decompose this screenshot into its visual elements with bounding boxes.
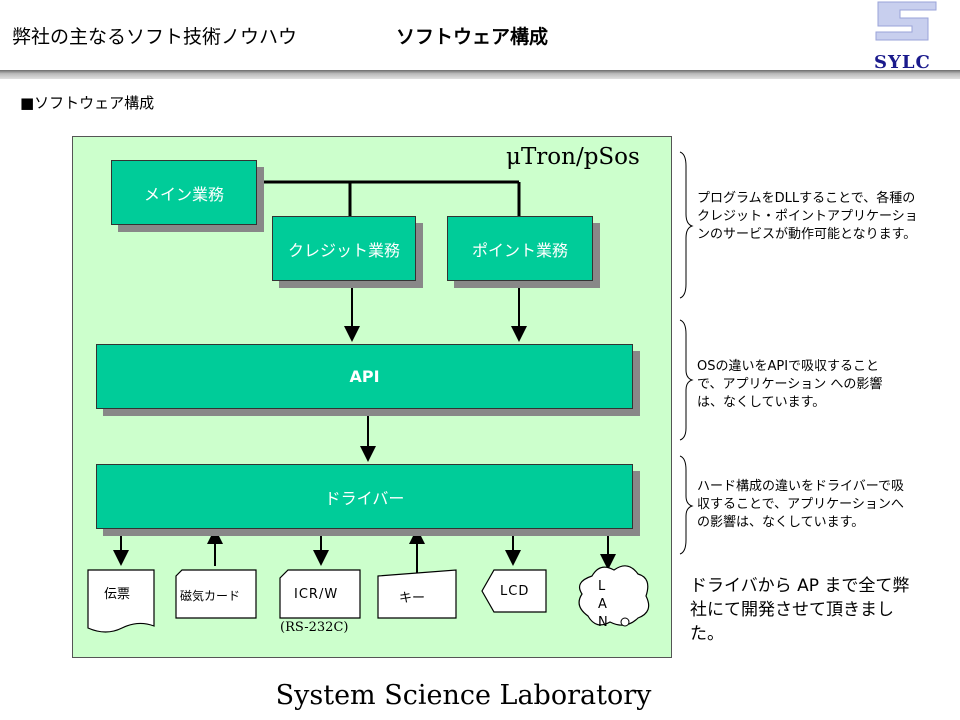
device-icrw: ICR/W	[294, 587, 339, 602]
os-label: μTron/pSos	[506, 144, 640, 170]
note-development: ドライバから AP まで全て弊社にて開発させて頂きました。	[690, 576, 910, 644]
device-key: キー	[399, 591, 426, 606]
point-task-box: ポイント業務	[447, 216, 593, 281]
note-api: OSの違いをAPIで吸収することで、アプリケーション への影響は、なくしています…	[697, 359, 883, 410]
section-title: ■ソフトウェア構成	[20, 94, 155, 112]
header-divider	[0, 70, 960, 79]
note-driver: ハード構成の違いをドライバーで吸収することで、アプリケーションへの影響は、なくし…	[697, 479, 904, 530]
footer-company: System Science Laboratory	[275, 680, 652, 711]
note-dll: プログラムをDLLすることで、各種のクレジット・ポイントアプリケーションのサービ…	[697, 191, 918, 242]
device-slip: 伝票	[104, 587, 131, 602]
device-lcd: LCD	[500, 584, 530, 599]
device-magnetic-card: 磁気カード	[180, 589, 241, 603]
header-subtitle: ソフトウェア構成	[396, 26, 549, 48]
company-logo-text: SYLC	[874, 52, 931, 73]
header-title: 弊社の主なるソフト技術ノウハウ	[12, 26, 298, 48]
device-icrw-interface: (RS-232C)	[280, 620, 349, 635]
device-lan: LAN	[598, 579, 616, 630]
company-logo-icon	[875, 1, 937, 41]
api-box: API	[96, 344, 633, 409]
main-task-box: メイン業務	[111, 160, 257, 225]
credit-task-box: クレジット業務	[272, 216, 416, 281]
driver-box: ドライバー	[96, 464, 633, 529]
